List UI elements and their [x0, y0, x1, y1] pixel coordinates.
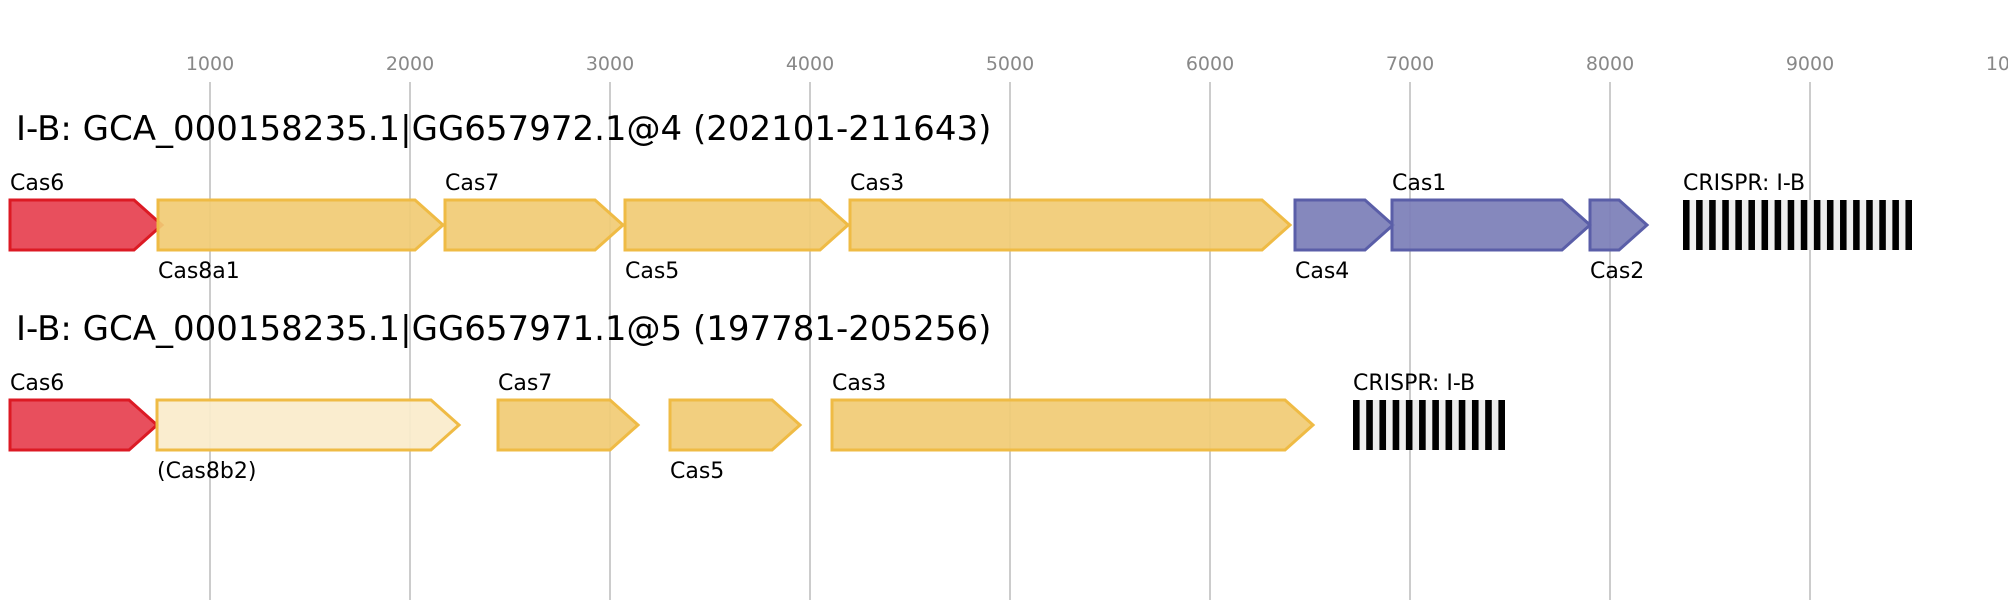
crispr-repeat — [1419, 400, 1426, 450]
gene-label: (Cas8b2) — [157, 459, 256, 484]
crispr-array — [1683, 200, 1912, 250]
crispr-repeat — [1722, 200, 1729, 250]
crispr-repeat — [1748, 200, 1755, 250]
axis-tick-label: 3000 — [586, 53, 634, 75]
axis-tick-label: 6000 — [1186, 53, 1234, 75]
gene-label: Cas5 — [625, 259, 679, 284]
gene-arrow — [1293, 198, 1396, 252]
locus-title: I-B: GCA_000158235.1|GG657971.1@5 (19778… — [16, 309, 991, 349]
crispr-array — [1353, 400, 1505, 450]
axis-tick-label: 9000 — [1786, 53, 1834, 75]
axis-tick-label: 5000 — [986, 53, 1034, 75]
crispr-repeat — [1498, 400, 1505, 450]
crispr-repeat — [1879, 200, 1886, 250]
gene-label: Cas7 — [498, 371, 552, 396]
gene-arrow — [668, 398, 803, 452]
axis-tick-label: 4000 — [786, 53, 834, 75]
crispr-repeat — [1392, 400, 1400, 450]
crispr-repeat — [1735, 200, 1742, 250]
crispr-label: CRISPR: I-B — [1353, 371, 1475, 396]
gene-arrow — [496, 398, 641, 452]
crispr-repeat — [1840, 200, 1847, 250]
gene-arrow — [155, 398, 462, 452]
axis-tick-label: 1000 — [186, 53, 234, 75]
gene-label: Cas5 — [670, 459, 724, 484]
gene-label: Cas6 — [10, 371, 64, 396]
crispr-repeat — [1813, 200, 1821, 250]
crispr-repeat — [1866, 200, 1873, 250]
gene-label: Cas8a1 — [158, 259, 240, 284]
axis-tick-label: 7000 — [1386, 53, 1434, 75]
gene-label: Cas3 — [850, 171, 904, 196]
crispr-repeat — [1761, 200, 1769, 250]
crispr-repeat — [1892, 200, 1899, 250]
crispr-repeat — [1471, 400, 1479, 450]
gene-arrow — [1390, 198, 1593, 252]
crispr-repeat — [1787, 200, 1795, 250]
gene-label: Cas6 — [10, 171, 64, 196]
gene-arrow — [1588, 198, 1650, 252]
crispr-repeat — [1353, 400, 1360, 450]
crispr-repeat — [1696, 200, 1703, 250]
gene-arrow — [623, 198, 851, 252]
crispr-repeat — [1774, 200, 1782, 250]
axis-tick-label: 1000 — [1986, 53, 2008, 75]
gene-arrow — [830, 398, 1316, 452]
axis-tick-label: 8000 — [1586, 53, 1634, 75]
crispr-repeat — [1485, 400, 1492, 450]
gene-arrow — [443, 198, 626, 252]
gene-arrow — [8, 198, 165, 252]
gene-arrow — [156, 198, 446, 252]
crispr-repeat — [1800, 200, 1808, 250]
gene-label: Cas7 — [445, 171, 499, 196]
crispr-label: CRISPR: I-B — [1683, 171, 1805, 196]
gene-arrow — [848, 198, 1293, 252]
gene-label: Cas3 — [832, 371, 886, 396]
crispr-repeat — [1379, 400, 1387, 450]
crispr-repeat — [1826, 200, 1834, 250]
crispr-repeat — [1405, 400, 1413, 450]
gene-label: Cas2 — [1590, 259, 1644, 284]
crispr-repeat — [1458, 400, 1466, 450]
crispr-repeat — [1432, 400, 1439, 450]
crispr-repeat — [1905, 200, 1912, 250]
crispr-repeat — [1709, 200, 1716, 250]
crispr-repeat — [1853, 200, 1860, 250]
gene-arrow — [8, 398, 160, 452]
gene-label: Cas1 — [1392, 171, 1446, 196]
locus-title: I-B: GCA_000158235.1|GG657972.1@4 (20210… — [16, 109, 991, 149]
crispr-repeat — [1445, 400, 1453, 450]
gene-label: Cas4 — [1295, 259, 1349, 284]
crispr-repeat — [1683, 200, 1690, 250]
crispr-repeat — [1366, 400, 1373, 450]
axis-tick-label: 2000 — [386, 53, 434, 75]
